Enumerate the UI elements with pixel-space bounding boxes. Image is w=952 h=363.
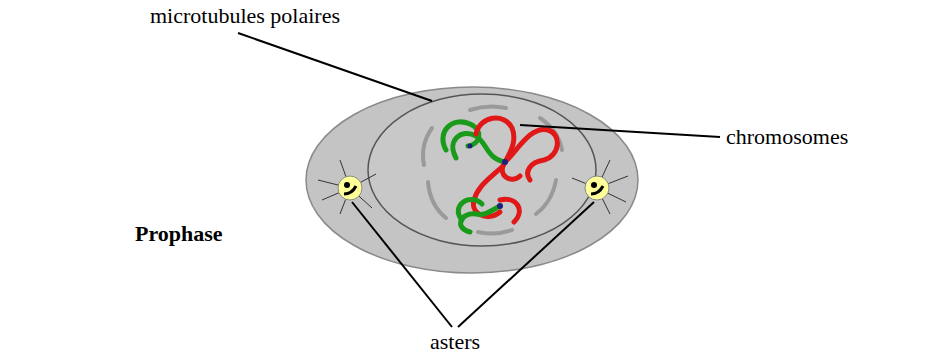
structure-label: chromosomes [726, 125, 848, 149]
structure-label: microtubules polaires [150, 4, 340, 28]
cell-outline [306, 87, 638, 273]
centromeres [468, 144, 509, 210]
structure-label: asters [430, 330, 480, 354]
nucleus-outline [368, 94, 596, 246]
chromosome-strands [443, 118, 557, 232]
aster-right [572, 160, 628, 214]
phase-title: Prophase [135, 222, 223, 246]
aster-left [318, 160, 376, 214]
leader-lines [238, 33, 720, 327]
